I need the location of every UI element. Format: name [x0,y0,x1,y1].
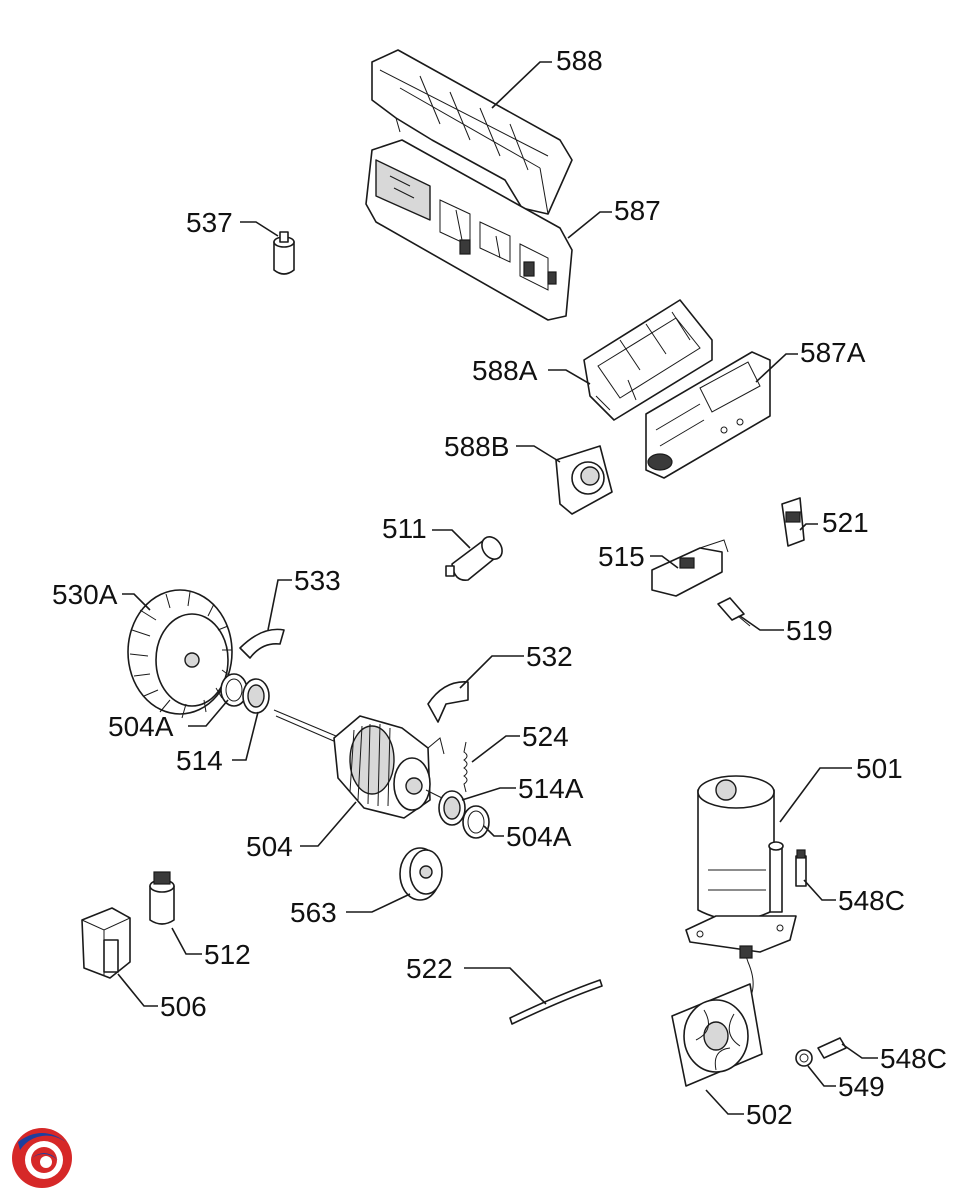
callout-532: 532 [526,641,573,672]
callout-501: 501 [856,753,903,784]
part-548C-relay-bottom [817,1037,847,1059]
callout-524: 524 [522,721,569,752]
callout-548C-top: 548C [838,885,905,916]
callout-514A: 514A [518,773,584,804]
part-501-compressor [685,775,797,953]
part-506-housing [81,907,131,979]
part-514-seal-left [242,678,270,714]
part-532-motor-bracket [427,681,469,723]
part-588A-board-frame [583,299,713,421]
part-549-cap [795,1049,813,1067]
callout-522: 522 [406,953,453,984]
part-548C-relay-top [795,849,807,887]
callout-587A: 587A [800,337,866,368]
part-563-pulley [399,847,443,901]
callout-521: 521 [822,507,869,538]
callout-587: 587 [614,195,661,226]
part-533-clamp [239,628,285,659]
callout-563: 563 [290,897,337,928]
callout-588: 588 [556,45,603,76]
part-587-control-board [365,139,573,321]
callout-512: 512 [204,939,251,970]
callout-502: 502 [746,1099,793,1130]
part-502-cooling-fan [671,983,763,1087]
part-587A-display-board [645,351,771,479]
part-524-spring [463,741,468,793]
callout-515: 515 [598,541,645,572]
callout-511: 511 [382,513,427,544]
part-588-cover [371,49,573,215]
part-504-motor [273,709,447,819]
fan-connector [739,945,753,959]
leader-lines [117,61,878,1115]
callout-549: 549 [838,1071,885,1102]
callout-514: 514 [176,745,223,776]
callout-519: 519 [786,615,833,646]
part-504A-bearing-right [462,805,490,839]
callout-506: 506 [160,991,207,1022]
callout-588A: 588A [472,355,538,386]
part-515-sensor-bracket [651,539,729,597]
callout-548C-bottom: 548C [880,1043,947,1074]
callout-537: 537 [186,207,233,238]
part-512-capacitor [149,871,175,925]
callout-504A-left: 504A [108,711,174,742]
brand-logo [12,1128,72,1188]
part-521-switch [781,497,805,547]
part-519-connector [717,597,751,627]
part-511-run-capacitor [445,536,503,581]
callout-530A: 530A [52,579,118,610]
callout-533: 533 [294,565,341,596]
callout-labels: 588 587 537 588A 587A 588B 511 521 515 5… [52,45,947,1130]
callout-504A-right: 504A [506,821,572,852]
part-530A-blower-wheel [127,589,233,719]
part-522-strip [509,979,603,1025]
part-514A-seal [438,790,466,826]
part-537-small-capacitor [273,231,295,275]
callout-504: 504 [246,831,293,862]
callout-588B: 588B [444,431,509,462]
part-588B-knob-module [555,445,613,515]
